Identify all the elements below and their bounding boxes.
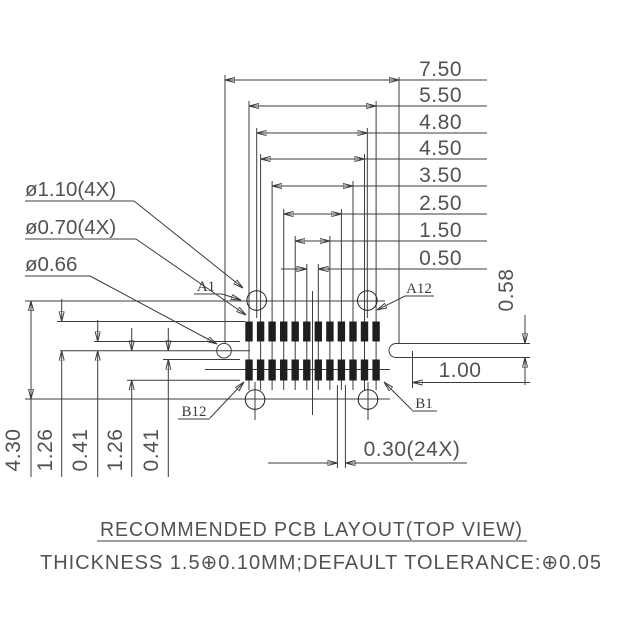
top-dimension-labels: 7.50 5.50 4.80 4.50 3.50 2.50 1.50 0.50 [419, 58, 462, 270]
hole-b1 [357, 389, 379, 410]
dim-4-50: 4.50 [419, 137, 462, 160]
dim-1-00: 1.00 [439, 359, 482, 382]
hole-a12 [357, 290, 378, 311]
dim-4-80: 4.80 [419, 111, 462, 134]
dim-1-26-a: 1.26 [34, 429, 57, 472]
dim-1-50: 1.50 [419, 219, 462, 242]
dim-3-50: 3.50 [419, 164, 462, 187]
drawing-title: RECOMMENDED PCB LAYOUT(TOP VIEW) [100, 518, 523, 541]
dim-0-30-24x: 0.30(24X) [364, 438, 461, 461]
dim-1-26-b: 1.26 [104, 429, 127, 472]
left-dimension-lines [31, 299, 168, 477]
witness-lines-vertical [224, 75, 400, 468]
tolerance-note: THICKNESS 1.5⊕0.10MM;DEFAULT TOLERANCE:⊕… [40, 551, 602, 574]
slot-cap [388, 343, 397, 358]
mounting-holes [216, 290, 379, 410]
right-slot-and-dims [388, 315, 530, 388]
pin-label-b1: B1 [415, 396, 433, 412]
left-dimension-labels: 4.30 1.26 0.41 1.26 0.41 [2, 429, 163, 472]
dim-0-41-a: 0.41 [69, 429, 92, 472]
dim-0-50: 0.50 [419, 247, 462, 270]
dim-0-58: 0.58 [495, 269, 518, 312]
pin-label-a12: A12 [406, 281, 432, 297]
dim-7-50: 7.50 [419, 58, 462, 81]
pad-array [245, 321, 380, 381]
dim-2-50: 2.50 [419, 192, 462, 215]
hole-b12 [244, 389, 266, 410]
locating-hole [216, 342, 232, 359]
label-outer-diameter: ø1.10(4X) [25, 178, 116, 201]
witness-lines-horizontal [25, 300, 390, 400]
dim-0-41-b: 0.41 [140, 429, 163, 472]
top-dimension-lines [225, 80, 487, 269]
label-locating-hole: ø0.66 [25, 253, 77, 276]
pin-label-a1: A1 [197, 279, 215, 295]
dim-4-30: 4.30 [2, 429, 25, 472]
label-inner-diameter: ø0.70(4X) [25, 216, 116, 239]
dim-5-50: 5.50 [419, 84, 462, 107]
diameter-callouts [25, 200, 246, 344]
pin-label-leaders [178, 293, 437, 420]
pin-label-b12: B12 [181, 404, 206, 420]
hole-a1 [246, 290, 268, 311]
